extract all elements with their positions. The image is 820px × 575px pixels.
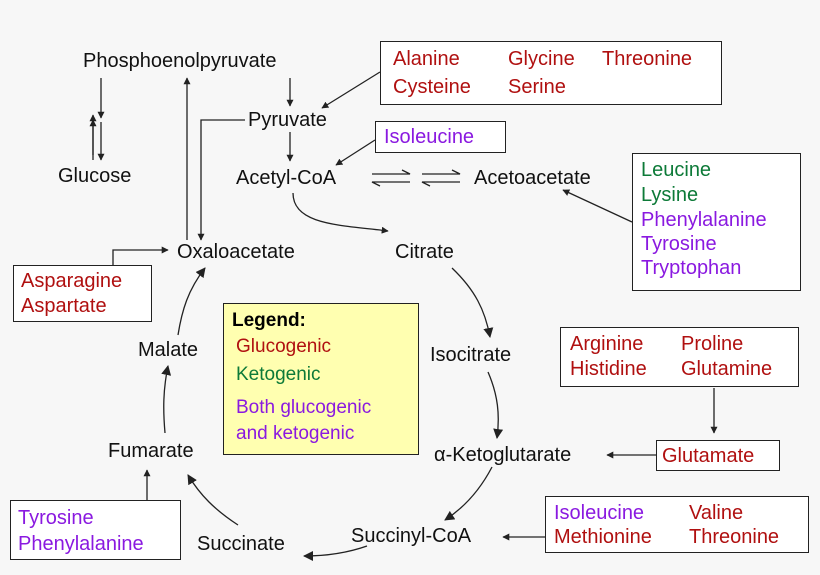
amino-acid-box-acetoacetate: Leucine Lysine Phenylalanine Tyrosine Tr…	[632, 153, 801, 291]
amino-acid-glycine: Glycine	[508, 48, 575, 70]
amino-acid-box-glutamate: Glutamate	[656, 440, 780, 471]
amino-acid-tyrosine: Tyrosine	[641, 233, 717, 255]
oxaloacetate-label: Oxaloacetate	[177, 241, 295, 263]
arrow-acetyl-to-acetoacetate-2	[422, 169, 461, 175]
amino-acid-aspartate: Aspartate	[21, 295, 107, 317]
amino-acid-box-pyruvate: Alanine Glycine Threonine Cysteine Serin…	[380, 41, 722, 105]
amino-acid-glutamine: Glutamine	[681, 358, 773, 380]
amino-acid-methionine: Methionine	[554, 526, 652, 548]
arrow-aa-box-to-pyruvate	[321, 71, 381, 109]
amino-acid-tyrosine-2: Tyrosine	[18, 507, 94, 529]
isocitrate-label: Isocitrate	[430, 344, 512, 366]
amino-acid-tryptophan: Tryptophan	[641, 257, 742, 279]
amino-acid-phenylalanine-2: Phenylalanine	[18, 533, 144, 555]
amino-acid-box-acetyl: Isoleucine	[375, 121, 506, 153]
phosphoenolpyruvate-label: Phosphoenolpyruvate	[83, 50, 277, 72]
legend-both-line2: and ketogenic	[236, 423, 355, 444]
pyruvate-label: Pyruvate	[248, 109, 327, 131]
arrow-fumarate-to-malate	[161, 365, 172, 434]
legend-title: Legend:	[232, 310, 306, 331]
arrow-asparagine-to-oxaloacetate	[112, 246, 169, 265]
acetyl-coa-label: Acetyl-CoA	[236, 167, 337, 189]
amino-acid-threonine: Threonine	[602, 48, 693, 70]
amino-acid-isoleucine-2: Isoleucine	[554, 502, 645, 524]
amino-acid-box-oxaloacetate: Asparagine Aspartate	[13, 265, 152, 322]
succinyl-coa-label: Succinyl-CoA	[351, 525, 472, 547]
acetoacetate-label: Acetoacetate	[474, 167, 591, 189]
amino-acid-asparagine: Asparagine	[21, 270, 123, 292]
arrow-isocitrate-to-akg	[487, 371, 504, 439]
arrow-pyruvate-to-oxaloacetate	[197, 119, 245, 241]
glucose-label: Glucose	[58, 165, 132, 187]
amino-acid-lysine: Lysine	[641, 184, 699, 206]
amino-acid-box-glutamate-precursors: Arginine Proline Histidine Glutamine	[560, 327, 799, 387]
alpha-ketoglutarate-label: α-Ketoglutarate	[434, 444, 572, 466]
legend-box: Legend: Glucogenic Ketogenic Both glucog…	[223, 303, 419, 455]
amino-acid-threonine-2: Threonine	[689, 526, 780, 548]
amino-acid-leucine: Leucine	[641, 159, 712, 181]
arrow-acetoacetate-to-acetyl-1	[371, 181, 410, 187]
legend-both-line1: Both glucogenic	[236, 397, 372, 418]
amino-acid-box-succinyl: Isoleucine Valine Methionine Threonine	[545, 496, 809, 553]
malate-label: Malate	[138, 339, 199, 361]
amino-acid-box-fumarate: Tyrosine Phenylalanine	[10, 500, 181, 560]
legend-glucogenic: Glucogenic	[236, 336, 332, 357]
arrow-succinate-to-fumarate	[187, 474, 239, 526]
amino-acid-phenylalanine: Phenylalanine	[641, 209, 767, 231]
arrow-acetyl-to-acetoacetate-1	[372, 169, 411, 175]
succinate-label: Succinate	[197, 533, 285, 555]
amino-acid-isoleucine: Isoleucine	[384, 126, 475, 148]
arrow-keto-box-to-acetoacetate	[562, 189, 633, 223]
amino-acid-serine: Serine	[508, 76, 566, 98]
fumarate-label: Fumarate	[108, 440, 194, 462]
arrow-isoleucine-to-acetyl	[335, 139, 376, 166]
amino-acid-glutamate: Glutamate	[662, 445, 755, 467]
amino-acid-histidine: Histidine	[570, 358, 647, 380]
arrow-akg-to-succinyl	[444, 466, 493, 521]
amino-acid-arginine: Arginine	[570, 333, 644, 355]
amino-acid-proline: Proline	[681, 333, 744, 355]
arrow-malate-to-oxaloacetate	[177, 267, 206, 336]
arrow-acetoacetate-to-acetyl-2	[421, 181, 460, 187]
citrate-label: Citrate	[395, 241, 454, 263]
arrow-acetyl-to-citrate	[292, 192, 389, 234]
legend-ketogenic: Ketogenic	[236, 364, 321, 385]
amino-acid-cysteine: Cysteine	[393, 76, 471, 98]
arrow-citrate-to-isocitrate	[451, 267, 494, 338]
amino-acid-valine: Valine	[689, 502, 744, 524]
amino-acid-alanine: Alanine	[393, 48, 460, 70]
arrow-succinyl-to-succinate	[303, 545, 368, 561]
